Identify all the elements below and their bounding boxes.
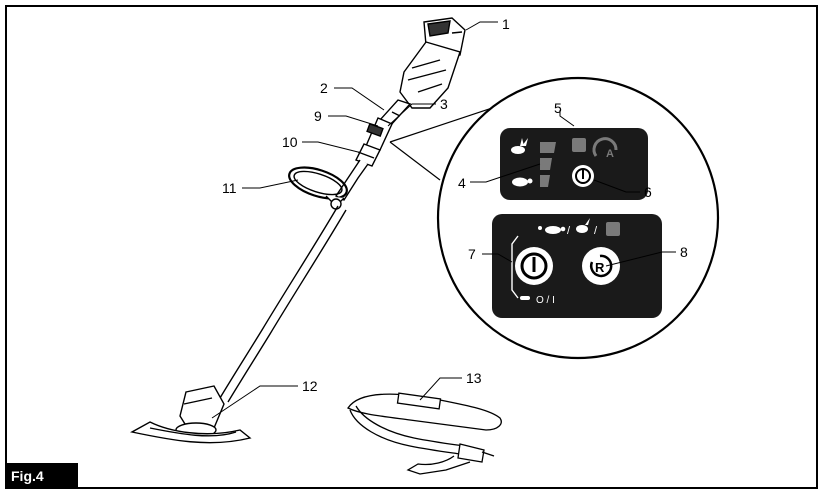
svg-text:R: R [595, 260, 605, 275]
shoulder-harness [348, 393, 501, 474]
callout-2: 2 [320, 80, 328, 96]
callout-5: 5 [554, 100, 562, 116]
svg-text:A: A [606, 148, 614, 160]
callout-7: 7 [468, 246, 476, 262]
loop-handle [285, 161, 350, 209]
mode-text: O / I [536, 295, 555, 306]
power-indicator-icon [572, 165, 594, 187]
reverse-button: R [582, 247, 620, 285]
callout-10: 10 [282, 134, 298, 150]
callout-8: 8 [680, 244, 688, 260]
figure-label: Fig.4 [5, 463, 78, 489]
main-shaft [220, 206, 338, 398]
callout-6: 6 [644, 184, 652, 200]
speed-indicator-panel: A [500, 128, 648, 200]
callout-1: 1 [502, 16, 510, 32]
callout-13: 13 [466, 370, 482, 386]
motor-housing [400, 42, 460, 108]
callout-12: 12 [302, 378, 318, 394]
callout-4: 4 [458, 175, 466, 191]
power-button [515, 247, 553, 285]
control-panel: / / O / I R [492, 214, 662, 318]
callout-3: 3 [440, 96, 448, 112]
callout-9: 9 [314, 108, 322, 124]
trimmer-illustration [132, 18, 465, 443]
callout-11: 11 [222, 180, 237, 196]
